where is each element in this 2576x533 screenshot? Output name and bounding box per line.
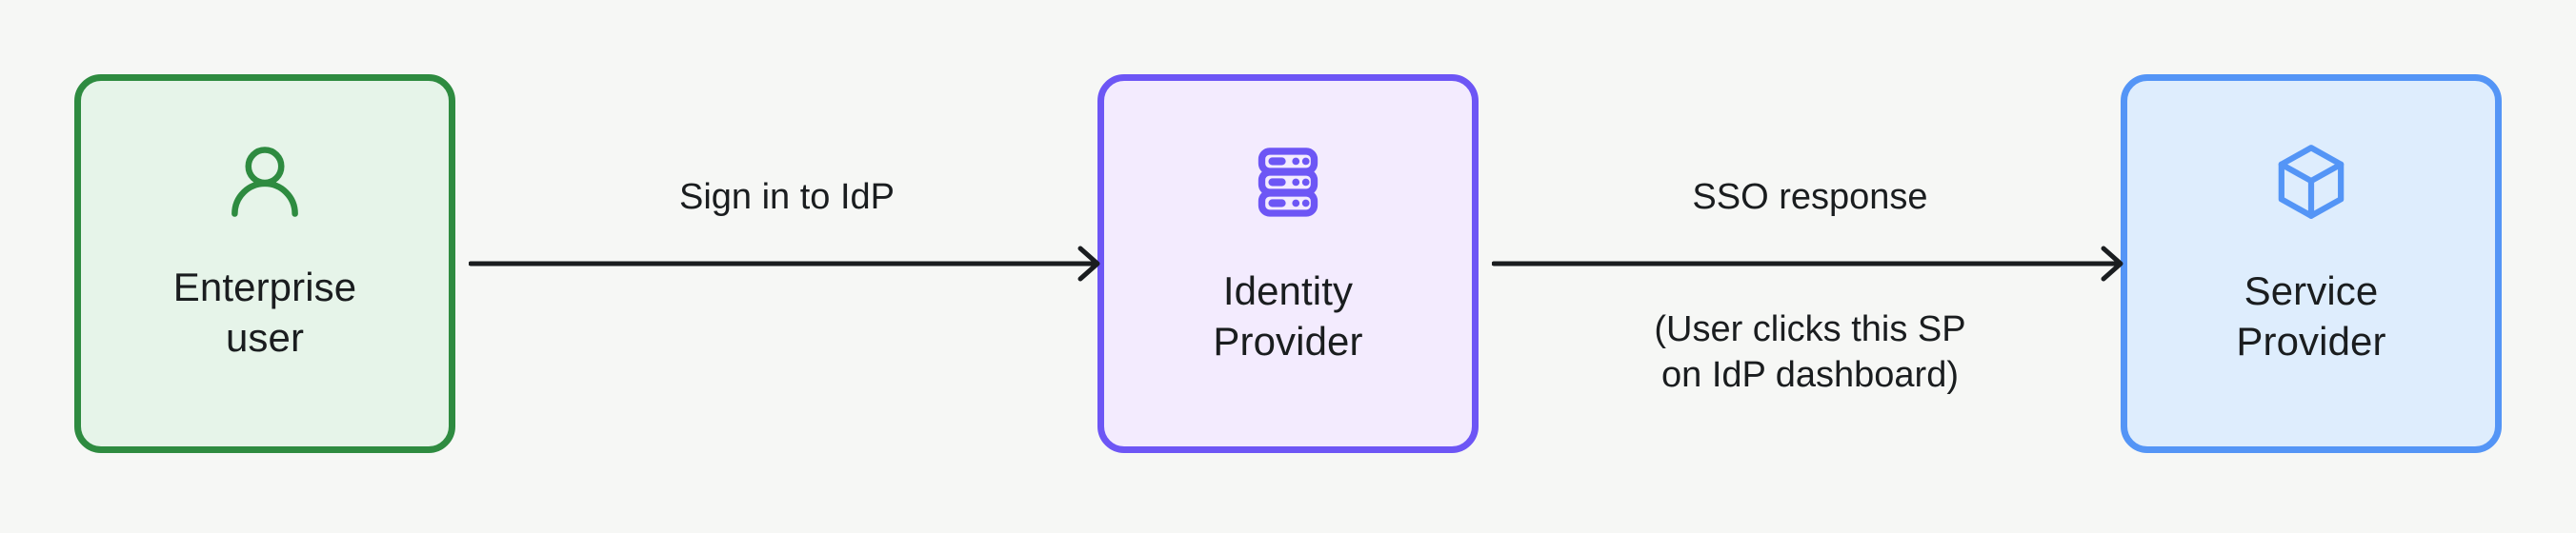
node-enterprise-user[interactable]: Enterprise user: [74, 74, 455, 453]
node-label-service-provider: Service Provider: [2236, 268, 2386, 364]
arrow-label-sso-response: SSO response: [1692, 177, 1928, 217]
node-identity-provider[interactable]: Identity Provider: [1097, 74, 1479, 453]
node-service-provider[interactable]: Service Provider: [2121, 74, 2502, 453]
user-icon: [221, 138, 309, 226]
arrow-idp-to-sp: [1492, 243, 2128, 285]
arrow-label-sso-response-note: (User clicks this SP on IdP dashboard): [1654, 309, 1966, 395]
cube-icon: [2269, 140, 2353, 224]
node-label-enterprise-user: Enterprise user: [172, 265, 357, 360]
server-rack-icon: [1246, 140, 1330, 224]
arrow-user-to-idp: [469, 243, 1105, 285]
arrow-label-sign-in-to-idp: Sign in to IdP: [678, 177, 896, 217]
node-label-identity-provider: Identity Provider: [1213, 268, 1363, 364]
